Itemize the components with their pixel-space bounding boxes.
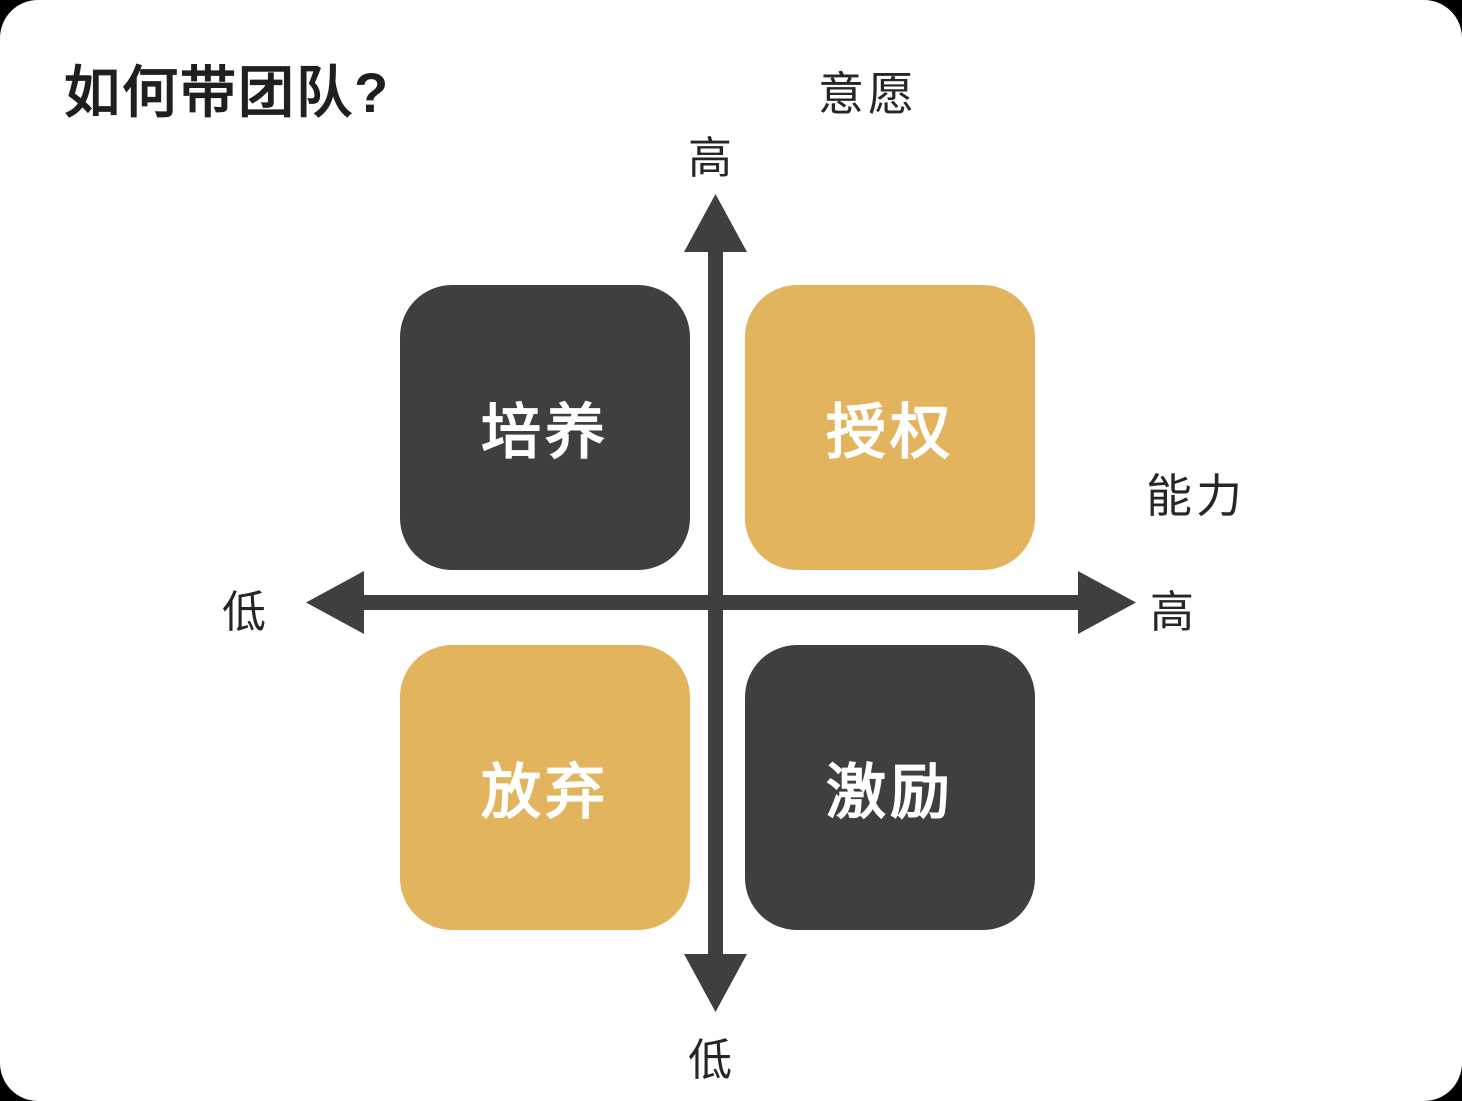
vertical-axis-name: 意愿 — [818, 68, 918, 120]
quadrant-bottom-left: 放弃 — [400, 645, 690, 930]
vertical-axis-low-label: 低 — [688, 1036, 732, 1085]
horizontal-axis-high-label: 高 — [1150, 588, 1194, 637]
quadrant-bottom-right-label: 激励 — [826, 759, 954, 826]
arrow-down-icon — [684, 954, 747, 1012]
horizontal-axis-name: 能力 — [1146, 470, 1246, 522]
quadrant-top-left-label: 培养 — [481, 399, 609, 466]
quadrant-top-right: 授权 — [745, 285, 1035, 570]
horizontal-axis-low-label: 低 — [222, 588, 266, 637]
vertical-axis-high-label: 高 — [688, 134, 732, 183]
arrow-right-icon — [1078, 571, 1136, 634]
page-title: 如何带团队? — [64, 61, 391, 124]
quadrant-top-right-label: 授权 — [826, 399, 954, 466]
arrow-left-icon — [306, 571, 364, 634]
arrow-up-icon — [684, 194, 747, 252]
quadrant-bottom-right: 激励 — [745, 645, 1035, 930]
quadrant-top-left: 培养 — [400, 285, 690, 570]
horizontal-axis-line — [362, 595, 1080, 610]
quadrant-bottom-left-label: 放弃 — [481, 759, 609, 826]
